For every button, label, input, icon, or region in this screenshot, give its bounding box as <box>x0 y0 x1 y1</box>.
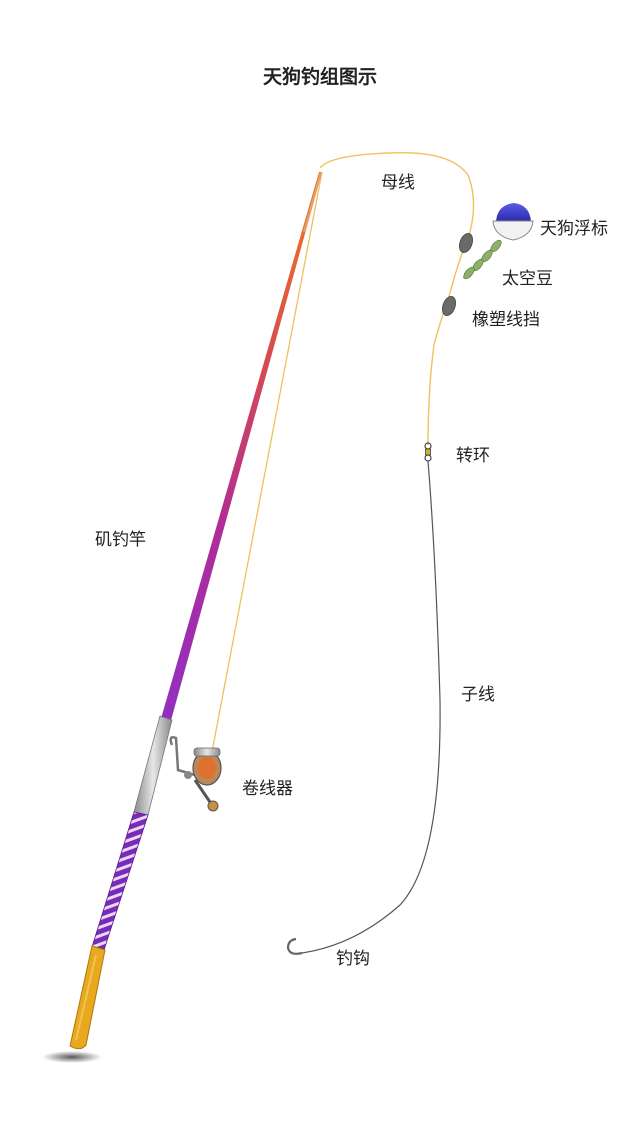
main-line-to-tip <box>211 171 323 753</box>
diagram-title: 天狗钓组图示 <box>262 66 377 88</box>
leader-line <box>301 460 441 954</box>
rubber-stopper <box>442 295 456 317</box>
spinning-reel <box>169 736 222 812</box>
label-reel: 卷线器 <box>242 779 293 799</box>
swivel <box>424 442 432 462</box>
main-line-arc <box>319 151 475 446</box>
label-main-line: 母线 <box>381 173 415 193</box>
label-float: 天狗浮标 <box>540 219 608 239</box>
label-swivel: 转环 <box>456 446 490 466</box>
label-hook: 钓钩 <box>336 949 370 969</box>
label-rod: 矶钓竿 <box>95 530 146 550</box>
label-line-stopper: 橡塑线挡 <box>472 310 540 330</box>
rod-blank <box>160 172 322 724</box>
label-leader: 子线 <box>461 685 495 705</box>
label-space-beans: 太空豆 <box>502 269 553 289</box>
striped-grip <box>91 811 149 951</box>
hook <box>286 937 303 955</box>
butt-handle <box>69 945 106 1050</box>
reel-seat <box>133 715 173 816</box>
upper-stopper <box>459 232 473 254</box>
rod-tip-segment <box>302 171 323 233</box>
space-beans <box>462 239 502 280</box>
rod-shadow <box>42 1051 102 1063</box>
tengu-float <box>492 203 534 241</box>
